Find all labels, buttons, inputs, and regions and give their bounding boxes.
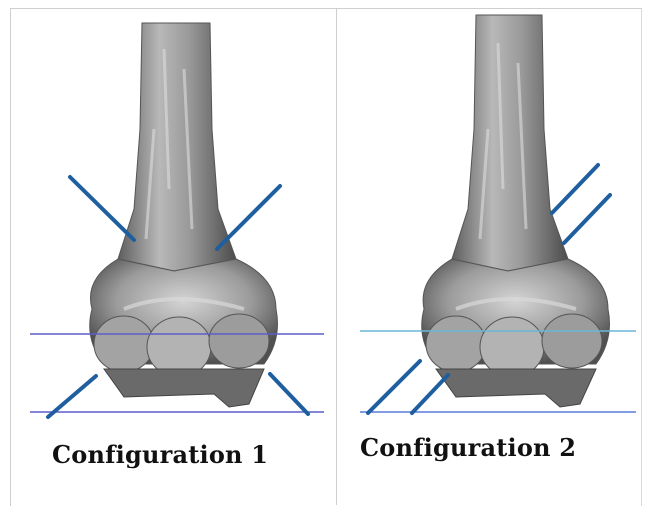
wire-lower-right bbox=[270, 374, 308, 414]
bone-illustration-1 bbox=[14, 9, 334, 429]
bone-illustration-2 bbox=[340, 9, 640, 429]
caption-configuration-2: Configuration 2 bbox=[360, 433, 576, 462]
wire-upper-1 bbox=[552, 165, 598, 213]
wire-lower-1 bbox=[368, 361, 420, 413]
panel-configuration-2: Configuration 2 bbox=[340, 9, 645, 499]
wire-upper-right bbox=[217, 186, 280, 249]
caption-configuration-1: Configuration 1 bbox=[52, 440, 268, 469]
bone-condyle-mid bbox=[480, 317, 544, 377]
bone-shaft bbox=[118, 23, 236, 271]
wire-lower-2 bbox=[412, 375, 448, 413]
bone-shaft bbox=[452, 15, 568, 271]
bone-condyle-right bbox=[542, 314, 602, 368]
wire-lower-left bbox=[48, 376, 96, 417]
bone-base bbox=[104, 369, 264, 407]
wire-upper-2 bbox=[564, 195, 610, 243]
wire-upper-left bbox=[70, 177, 134, 240]
panel-divider bbox=[336, 8, 337, 505]
panel-configuration-1: Configuration 1 bbox=[14, 9, 334, 499]
bone-base bbox=[436, 369, 596, 407]
bone-condyle-left bbox=[94, 316, 154, 372]
bone-condyle-left bbox=[426, 316, 486, 372]
bone-condyle-right bbox=[209, 314, 269, 368]
bone-condyle-mid bbox=[147, 317, 211, 377]
